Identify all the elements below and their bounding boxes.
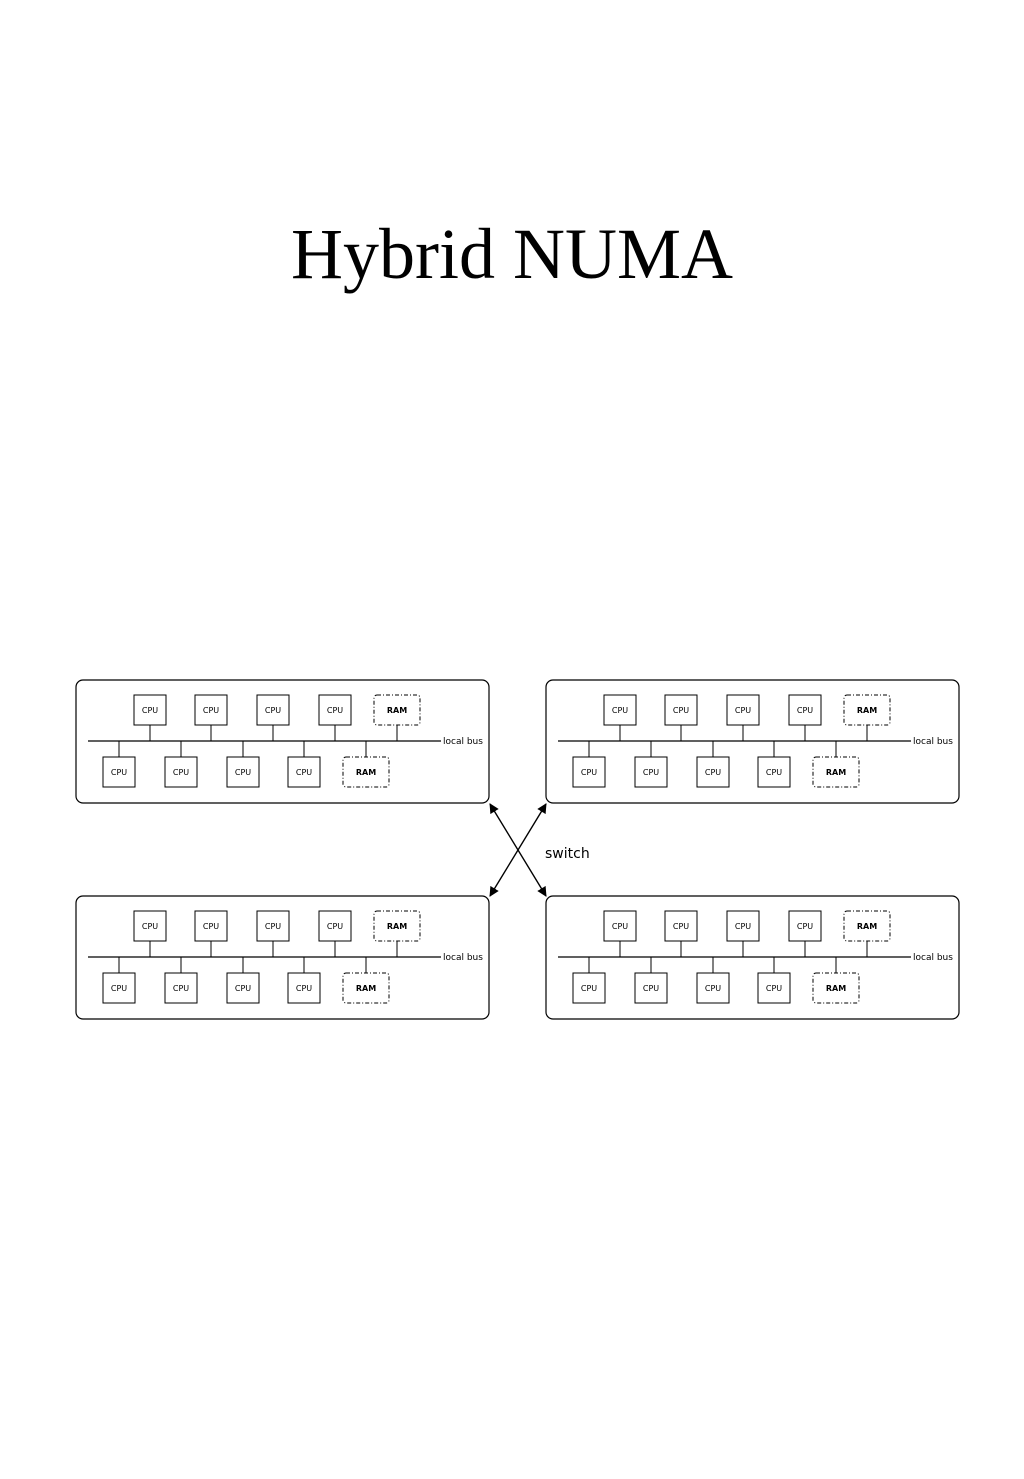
- ram-label: RAM: [826, 768, 846, 777]
- switch-label: switch: [545, 846, 590, 862]
- ram-box: [342, 756, 390, 788]
- cpu-label: CPU: [612, 706, 628, 715]
- ram-label: RAM: [356, 768, 376, 777]
- cpu-label: CPU: [173, 768, 189, 777]
- cpu-label: CPU: [111, 984, 127, 993]
- cpu-label: CPU: [705, 768, 721, 777]
- cpu-box: [757, 972, 791, 1004]
- cpu-box: [318, 910, 352, 942]
- ram-box: [373, 910, 421, 942]
- ram-label: RAM: [387, 922, 407, 931]
- cpu-box: [164, 756, 198, 788]
- cpu-label: CPU: [235, 768, 251, 777]
- cpu-label: CPU: [643, 984, 659, 993]
- cpu-box: [287, 756, 321, 788]
- cpu-label: CPU: [296, 768, 312, 777]
- cpu-label: CPU: [296, 984, 312, 993]
- cpu-box: [572, 972, 606, 1004]
- ram-label: RAM: [387, 706, 407, 715]
- cpu-label: CPU: [173, 984, 189, 993]
- ram-box: [812, 756, 860, 788]
- cpu-label: CPU: [327, 706, 343, 715]
- cpu-box: [256, 694, 290, 726]
- local-bus-label: local bus: [443, 737, 483, 747]
- cpu-box: [194, 910, 228, 942]
- cpu-box: [726, 910, 760, 942]
- switch-link-2: [489, 803, 547, 897]
- cpu-label: CPU: [111, 768, 127, 777]
- cpu-box: [226, 756, 260, 788]
- cpu-label: CPU: [142, 922, 158, 931]
- cpu-box: [726, 694, 760, 726]
- cpu-box: [256, 910, 290, 942]
- cpu-label: CPU: [766, 984, 782, 993]
- cpu-box: [757, 756, 791, 788]
- cpu-label: CPU: [766, 768, 782, 777]
- cpu-label: CPU: [203, 706, 219, 715]
- cpu-box: [226, 972, 260, 1004]
- cpu-label: CPU: [265, 922, 281, 931]
- cpu-label: CPU: [265, 706, 281, 715]
- ram-label: RAM: [857, 706, 877, 715]
- cpu-label: CPU: [643, 768, 659, 777]
- cpu-label: CPU: [673, 922, 689, 931]
- page-title: Hybrid NUMA: [291, 214, 733, 294]
- cpu-label: CPU: [612, 922, 628, 931]
- ram-label: RAM: [857, 922, 877, 931]
- cpu-box: [634, 972, 668, 1004]
- cpu-label: CPU: [705, 984, 721, 993]
- ram-label: RAM: [356, 984, 376, 993]
- cpu-box: [133, 694, 167, 726]
- cpu-label: CPU: [581, 768, 597, 777]
- cpu-box: [664, 910, 698, 942]
- cpu-box: [102, 972, 136, 1004]
- cpu-box: [696, 756, 730, 788]
- cpu-label: CPU: [797, 706, 813, 715]
- ram-box: [373, 694, 421, 726]
- cpu-label: CPU: [797, 922, 813, 931]
- cpu-label: CPU: [327, 922, 343, 931]
- cpu-label: CPU: [735, 922, 751, 931]
- ram-box: [843, 910, 891, 942]
- local-bus-label: local bus: [443, 953, 483, 963]
- cpu-label: CPU: [203, 922, 219, 931]
- cpu-box: [634, 756, 668, 788]
- ram-box: [812, 972, 860, 1004]
- cpu-box: [194, 694, 228, 726]
- ram-label: RAM: [826, 984, 846, 993]
- cpu-box: [318, 694, 352, 726]
- cpu-label: CPU: [235, 984, 251, 993]
- cpu-box: [603, 694, 637, 726]
- local-bus-label: local bus: [913, 953, 953, 963]
- cpu-box: [164, 972, 198, 1004]
- cpu-label: CPU: [581, 984, 597, 993]
- cpu-box: [788, 910, 822, 942]
- cpu-box: [696, 972, 730, 1004]
- ram-box: [342, 972, 390, 1004]
- cpu-box: [287, 972, 321, 1004]
- local-bus-label: local bus: [913, 737, 953, 747]
- cpu-box: [102, 756, 136, 788]
- ram-box: [843, 694, 891, 726]
- cpu-box: [788, 694, 822, 726]
- cpu-label: CPU: [142, 706, 158, 715]
- cpu-box: [603, 910, 637, 942]
- cpu-label: CPU: [673, 706, 689, 715]
- cpu-label: CPU: [735, 706, 751, 715]
- cpu-box: [572, 756, 606, 788]
- cpu-box: [133, 910, 167, 942]
- cpu-box: [664, 694, 698, 726]
